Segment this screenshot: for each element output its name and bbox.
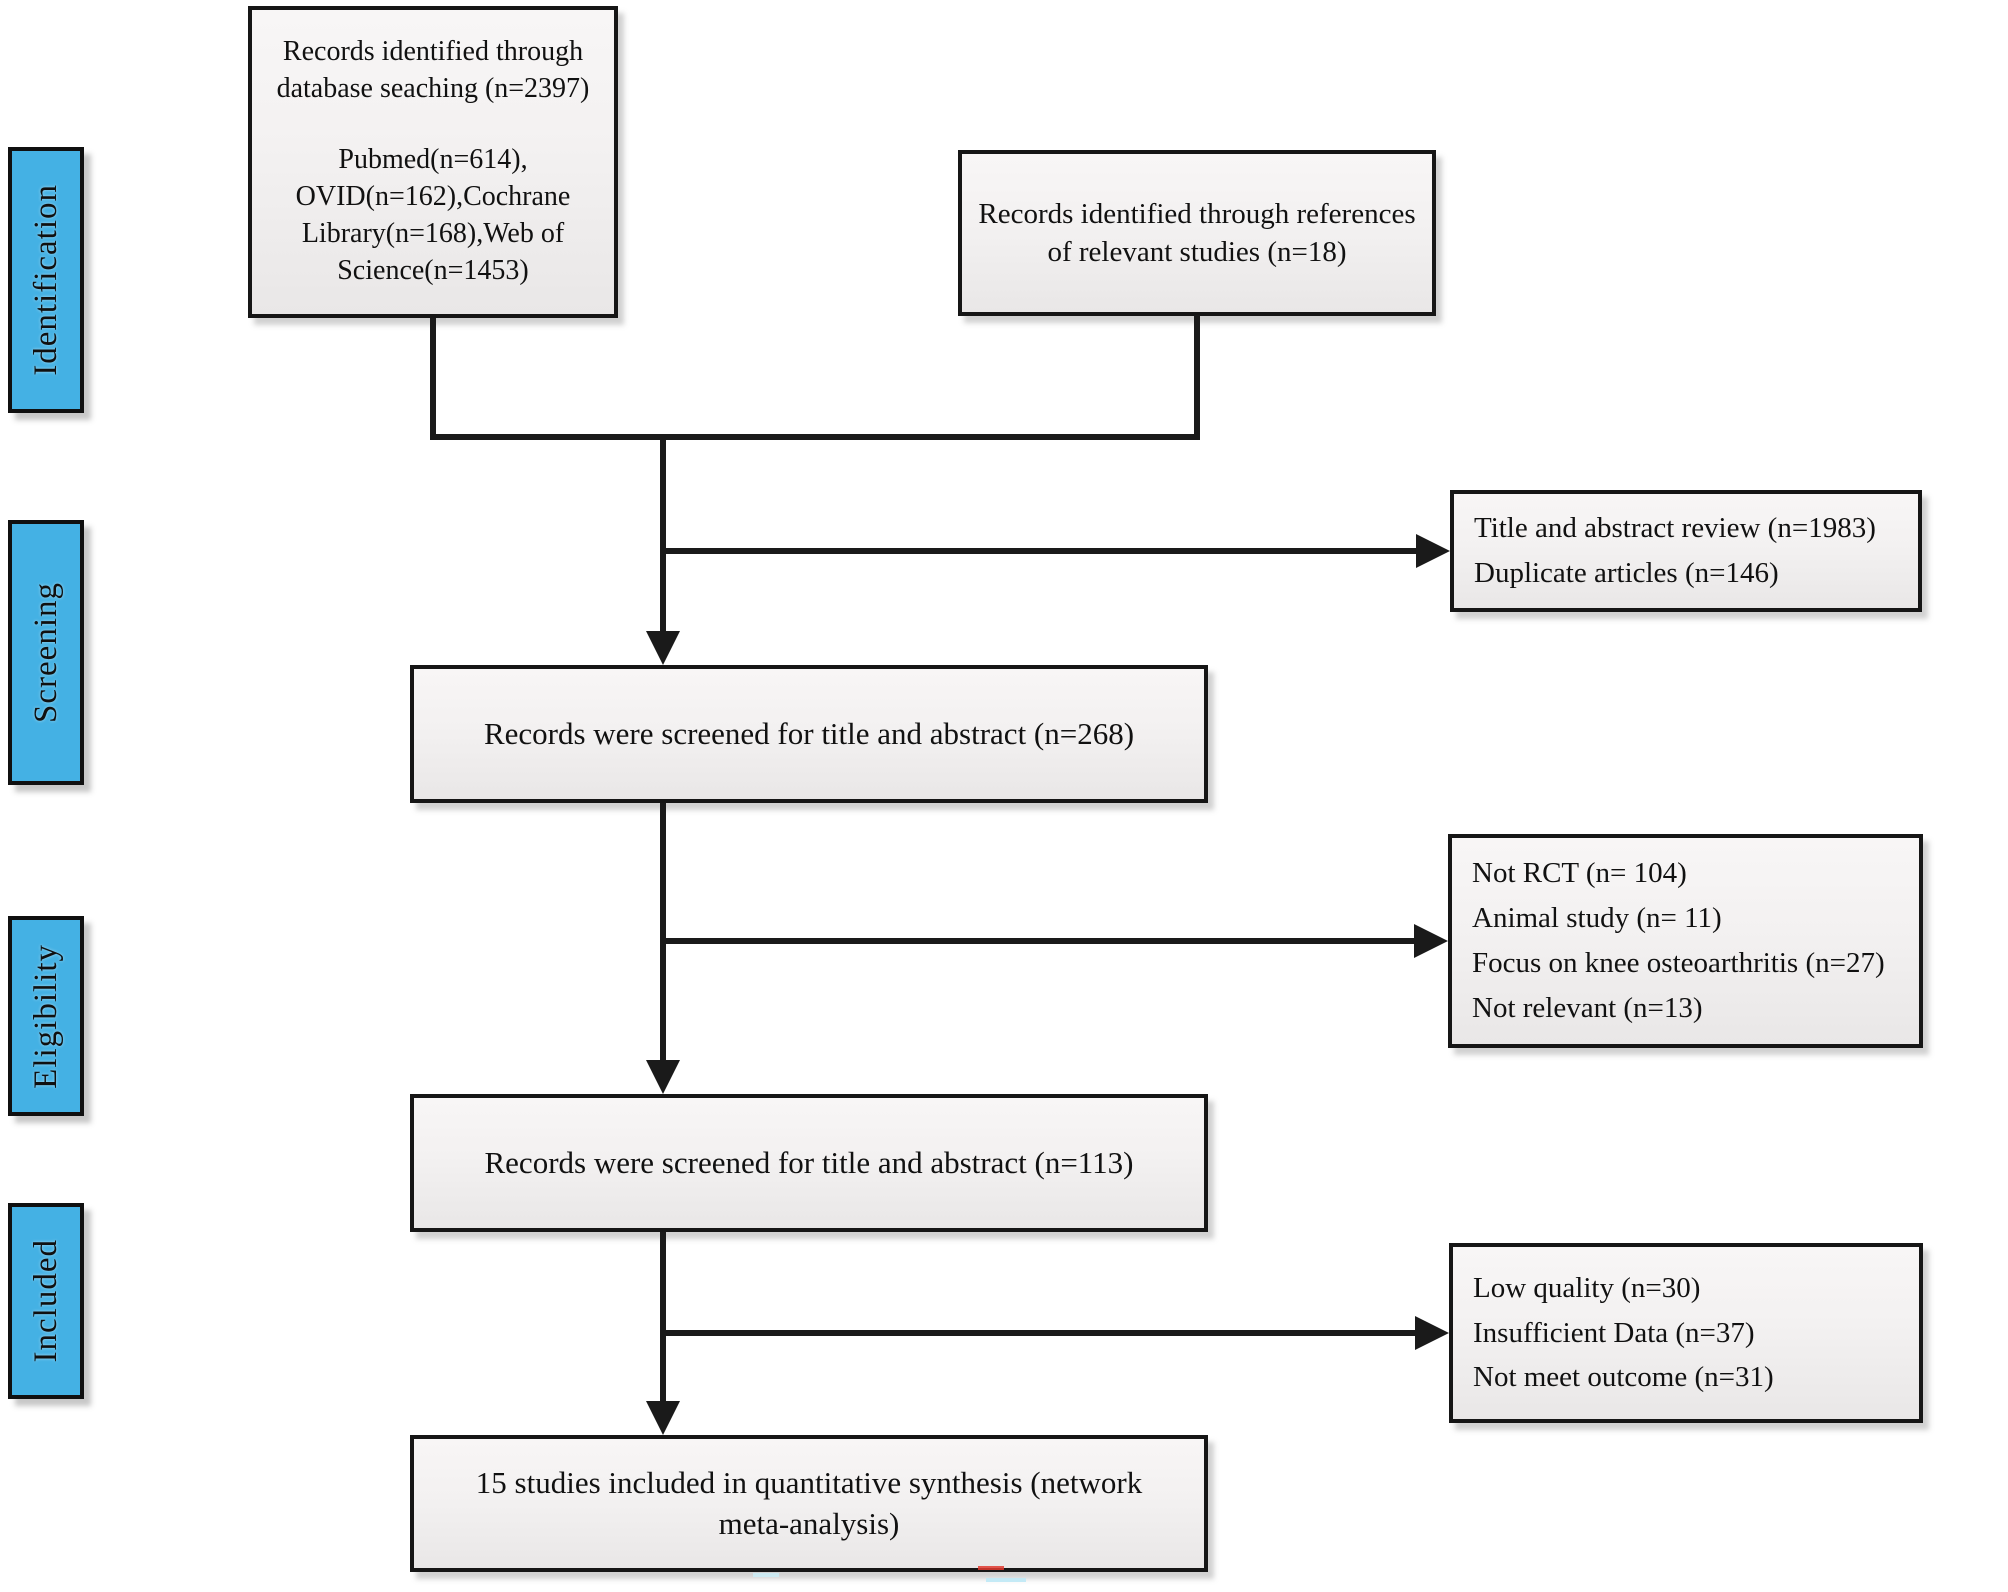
flow-line-to-screened-2 [660, 803, 666, 1063]
flow-line-merge [430, 434, 1200, 440]
excluded-line: Low quality (n=30) [1473, 1271, 1701, 1304]
arrowhead-right-icon [1416, 534, 1450, 568]
excluded-line: Insufficient Data (n=37) [1473, 1316, 1755, 1349]
box-records-screened-1: Records were screened for title and abst… [410, 665, 1208, 803]
included-studies-text: 15 studies included in quantitative synt… [475, 1464, 1143, 1541]
excluded-line: Animal study (n= 11) [1472, 902, 1722, 935]
arrowhead-down-icon [646, 631, 680, 665]
excluded-line: Not meet outcome (n=31) [1473, 1361, 1774, 1394]
stage-label-identification: Identification [27, 184, 64, 376]
box-records-identified-references: Records identified through references of… [958, 150, 1436, 316]
records-screened-2-text: Records were screened for title and abst… [484, 1144, 1134, 1180]
box-records-identified-database: Records identified through database seac… [248, 6, 618, 318]
arrowhead-down-icon [646, 1401, 680, 1435]
arrowhead-right-icon [1414, 924, 1448, 958]
stage-identification: Identification [8, 147, 84, 413]
stage-screening: Screening [8, 520, 84, 785]
box-excluded-title-abstract: Title and abstract review (n=1983) Dupli… [1450, 490, 1922, 612]
flow-line-to-included [660, 1232, 666, 1404]
records-identified-references-text: Records identified through references of… [978, 197, 1416, 268]
records-screened-1-text: Records were screened for title and abst… [483, 715, 1135, 751]
excluded-line: Not relevant (n=13) [1472, 991, 1703, 1024]
records-identified-database-text: Records identified through database seac… [276, 36, 590, 104]
flow-line-branch-excluded-1 [660, 548, 1418, 554]
flow-line-branch-excluded-3 [660, 1330, 1417, 1336]
arrowhead-down-icon [646, 1060, 680, 1094]
box-included-studies: 15 studies included in quantitative synt… [410, 1435, 1208, 1572]
stage-label-included: Included [27, 1239, 64, 1363]
stage-label-screening: Screening [27, 582, 64, 723]
excluded-line: Duplicate articles (n=146) [1474, 557, 1779, 589]
box-excluded-eligibility: Not RCT (n= 104) Animal study (n= 11) Fo… [1448, 834, 1923, 1048]
stage-eligibility: Eligibility [8, 916, 84, 1116]
stage-included: Included [8, 1203, 84, 1399]
flow-line-to-screened-1 [660, 434, 666, 634]
excluded-line: Title and abstract review (n=1983) [1474, 512, 1876, 545]
jpeg-artifact [986, 1578, 1026, 1582]
box-records-screened-2: Records were screened for title and abst… [410, 1094, 1208, 1232]
excluded-line: Focus on knee osteoarthritis (n=27) [1472, 947, 1885, 979]
flow-line-db-drop [430, 318, 436, 440]
arrowhead-right-icon [1415, 1316, 1449, 1350]
jpeg-artifact [978, 1566, 1004, 1570]
box-excluded-quality: Low quality (n=30) Insufficient Data (n=… [1449, 1243, 1923, 1423]
flow-line-refs-drop [1194, 315, 1200, 440]
jpeg-artifact [753, 1573, 779, 1577]
records-identified-sources-text: Pubmed(n=614), OVID(n=162),Cochrane Libr… [295, 144, 571, 287]
excluded-line: Not RCT (n= 104) [1472, 857, 1687, 890]
stage-label-eligibility: Eligibility [27, 943, 64, 1089]
flow-line-branch-excluded-2 [660, 938, 1416, 944]
